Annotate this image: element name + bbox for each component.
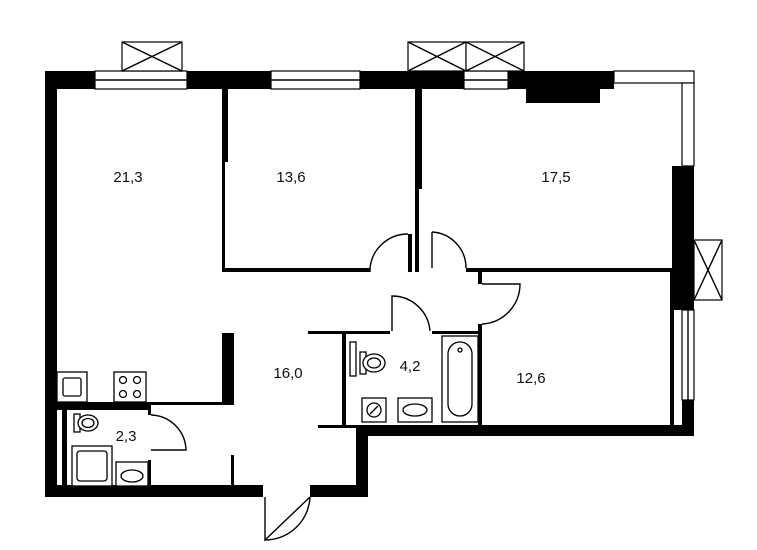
room-bedroom-2-area: 17,5 — [541, 169, 570, 186]
washbasin-icon — [397, 397, 433, 423]
toilet-icon — [359, 351, 386, 375]
washbasin-icon — [115, 461, 149, 487]
room-living-area: 21,3 — [113, 169, 142, 186]
kitchen-fixtures — [56, 371, 147, 403]
wc-fixtures — [71, 413, 149, 487]
room-wc-area: 2,3 — [116, 428, 137, 445]
washing-machine-icon — [361, 397, 387, 423]
ac-units — [121, 41, 723, 301]
bathroom-fixtures — [349, 335, 479, 423]
doors — [150, 231, 521, 542]
room-bedroom-3-area: 12,6 — [516, 370, 545, 387]
shower-icon — [71, 445, 113, 487]
room-labels: 21,3 13,6 17,5 12,6 16,0 4,2 2,3 — [113, 169, 570, 445]
room-bathroom-area: 4,2 — [400, 358, 421, 375]
room-bedroom-1-area: 13,6 — [276, 169, 305, 186]
stove-icon — [113, 371, 147, 403]
room-hall-area: 16,0 — [273, 365, 302, 382]
bathtub-icon — [441, 335, 479, 423]
toilet-icon — [73, 413, 99, 433]
windows — [94, 70, 695, 401]
outer-walls — [45, 71, 694, 497]
interior-walls — [57, 89, 674, 486]
heated-towel-rail-icon — [349, 341, 357, 377]
